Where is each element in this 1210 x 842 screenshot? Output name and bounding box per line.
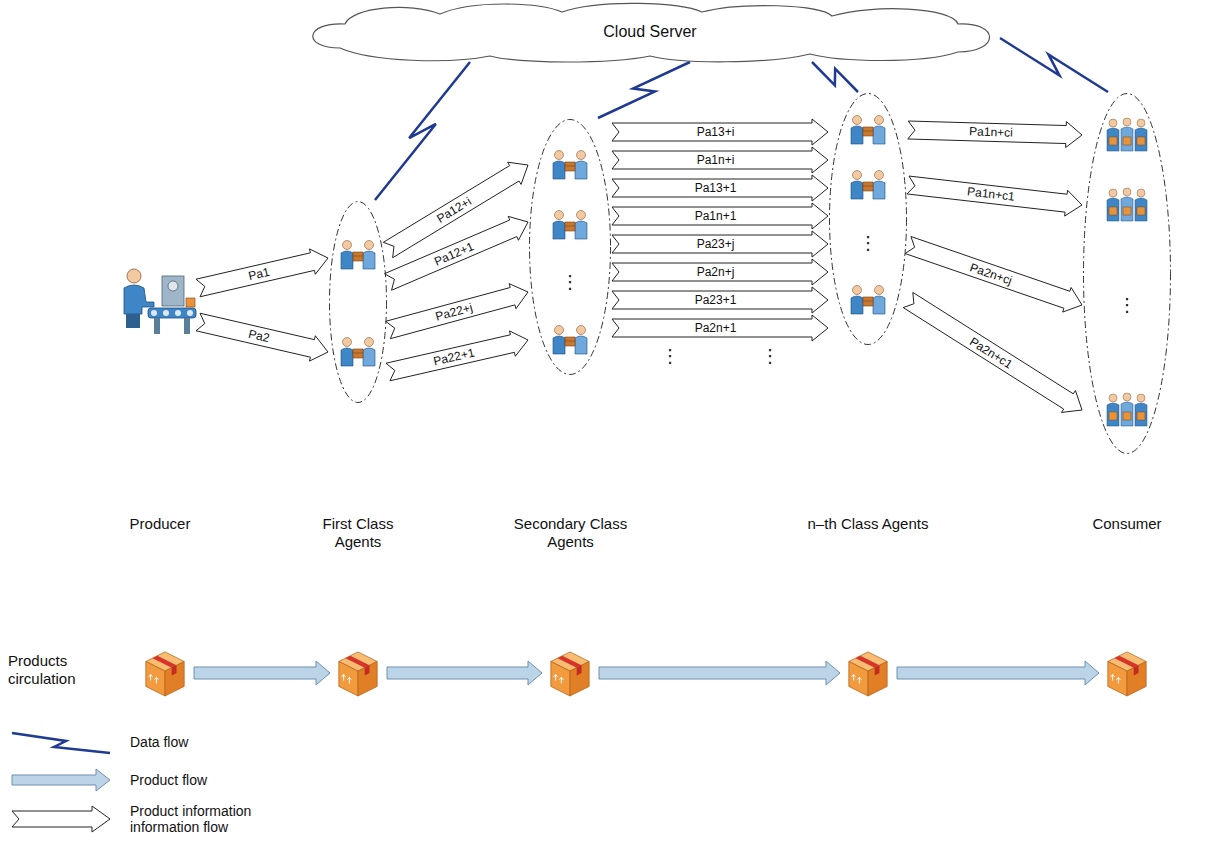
producer-node: Producer [118, 262, 198, 342]
flow-label: Pa23+j [697, 237, 735, 251]
info-flow-arrow [905, 236, 1082, 312]
product-boxes [146, 652, 1146, 696]
group-ellipse [828, 92, 908, 346]
data-flow-bolt [812, 62, 858, 92]
producer-icon [124, 269, 196, 334]
product-flow-arrows [194, 661, 1099, 685]
flow-label: Pa12+1 [432, 239, 476, 268]
legend-entry: Data flow [130, 734, 330, 750]
info-flow-arrow [612, 147, 828, 173]
flow-label: Pa12+i [434, 194, 473, 226]
agent-group: First Class Agents [328, 200, 388, 404]
server-label: Cloud Server [603, 22, 696, 42]
info-flow-arrow [612, 315, 828, 341]
flow-label: Pa22+j [434, 300, 474, 323]
info-flow-arrow [908, 121, 1082, 148]
flow-label: Pa1n+ci [968, 125, 1012, 140]
agent-group: n–th Class Agents [828, 92, 908, 346]
flow-label: Pa1n+1 [695, 209, 737, 223]
flow-label: Pa1n+i [697, 153, 735, 167]
ellipsis-mark: ⋮ [661, 346, 679, 366]
row-label: Products circulation [8, 652, 103, 688]
group-ellipse [328, 200, 388, 404]
data-flow-bolt [375, 62, 470, 200]
info-flow-arrow [612, 287, 828, 313]
info-flow-arrow [384, 216, 528, 290]
info-flow-arrow [196, 249, 328, 297]
ellipsis-mark: ⋮ [859, 233, 877, 253]
group-ellipse [1082, 92, 1172, 455]
consumer-group: Consumer [1082, 92, 1172, 455]
flow-label: Pa2n+1 [695, 321, 737, 335]
data-flow-bolt [1000, 38, 1108, 92]
legend-entry: Product flow [130, 772, 330, 788]
column-label: Secondary Class Agents [508, 515, 633, 551]
data-flow-bolt [598, 62, 690, 118]
group-ellipse [528, 118, 612, 376]
flow-label: Pa1 [247, 265, 271, 283]
legend-entry: Product information information flow [130, 803, 270, 835]
agent-icons [341, 116, 885, 367]
legend-samples [12, 733, 110, 832]
legend-text: Product flow [130, 772, 207, 788]
flow-label: Pa2n+cj [968, 260, 1014, 287]
cloud-server: Cloud Server [300, 2, 1000, 62]
info-flow-arrow [612, 203, 828, 229]
ellipsis-mark: ⋮ [561, 272, 579, 292]
column-label: Producer [110, 515, 210, 533]
consumer-icons [1107, 118, 1147, 426]
flow-label: Pa2n+c1 [967, 334, 1015, 371]
info-flow-arrow [612, 119, 828, 145]
ellipsis-mark: ⋮ [1118, 295, 1136, 315]
column-label: n–th Class Agents [798, 515, 938, 533]
info-flow-arrow [386, 284, 528, 339]
legend-text: Product information information flow [130, 803, 251, 835]
flow-label: Pa22+1 [432, 346, 476, 369]
column-label: Consumer [1077, 515, 1177, 533]
info-flow-arrow [612, 231, 828, 257]
info-flow-arrow [196, 313, 328, 361]
agent-group: Secondary Class Agents [528, 118, 612, 376]
ellipsis-mark: ⋮ [761, 346, 779, 366]
legend-text: Data flow [130, 734, 188, 750]
info-flow-arrow [612, 259, 828, 285]
info-flow-arrow [612, 175, 828, 201]
flow-label: Pa2n+j [697, 265, 735, 279]
info-flow-arrow [903, 292, 1082, 412]
flow-label: Pa23+1 [695, 293, 737, 307]
info-flow-arrow [907, 176, 1082, 216]
info-flow-arrow [386, 331, 528, 381]
column-label: First Class Agents [313, 515, 403, 551]
flow-label: Pa13+1 [695, 181, 737, 195]
flow-label: Pa1n+c1 [966, 185, 1015, 204]
flow-label: Pa13+i [697, 125, 735, 139]
flow-label: Pa2 [247, 327, 271, 345]
